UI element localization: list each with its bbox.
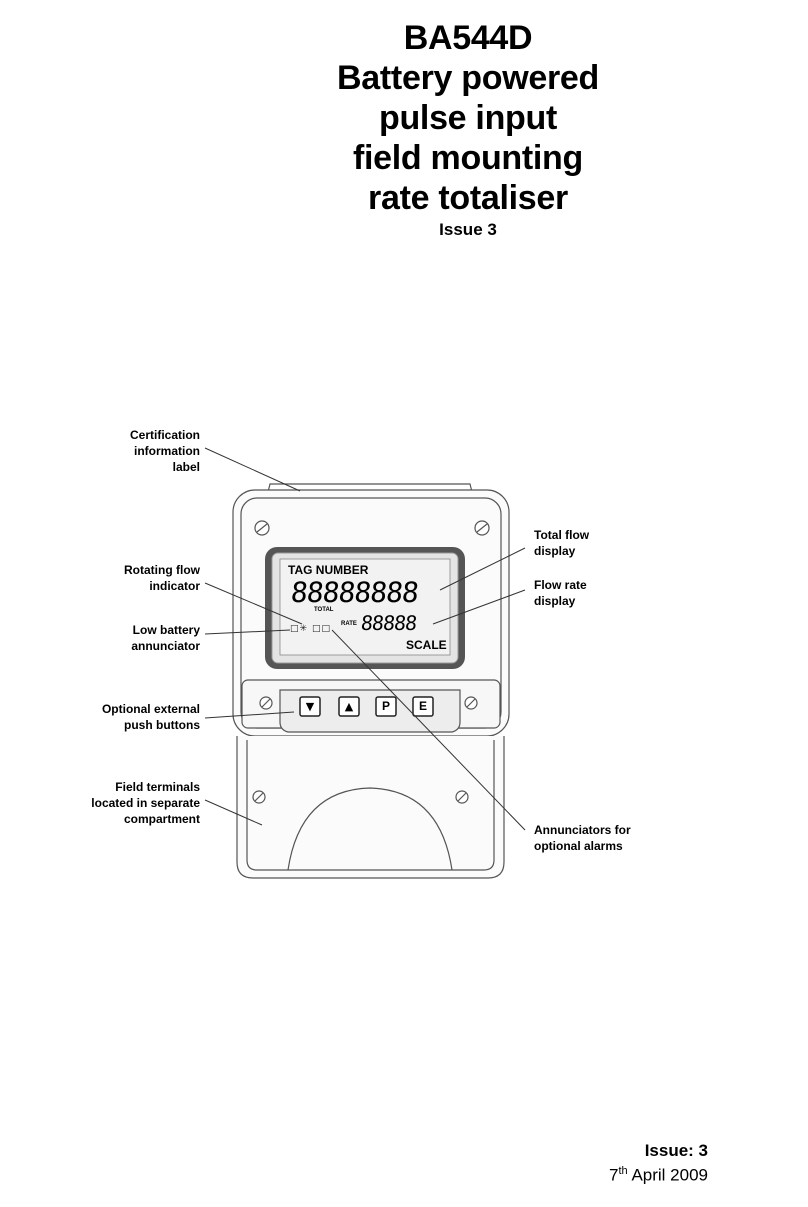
lcd-scale: SCALE — [406, 638, 447, 652]
low-battery-annunciator-icon: □ — [290, 624, 300, 634]
title-line: field mounting — [353, 139, 583, 177]
footer-date: 7th April 2009 — [609, 1165, 708, 1185]
alarm-annunciator-icon: □ — [321, 624, 331, 634]
lcd-rate-digits: 88888 — [359, 611, 418, 635]
down-button[interactable]: ▼ — [305, 700, 315, 713]
alarm-annunciator-icon: □ — [311, 624, 322, 634]
title-line: rate totaliser — [368, 179, 568, 217]
title-line: Battery powered — [337, 59, 599, 97]
lcd-annunciator-icons: □✳ □□ — [290, 624, 331, 634]
callout-alarm-annunciators: Annunciators for optional alarms — [534, 823, 631, 853]
lcd-tag-number: TAG NUMBER — [288, 563, 369, 577]
footer-issue: Issue: 3 — [644, 1141, 708, 1160]
callout-field-terminals: Field terminals located in separate comp… — [91, 780, 200, 826]
title-issue: Issue 3 — [439, 220, 497, 239]
lcd-total-label: TOTAL — [314, 607, 334, 613]
lcd-rate-label: RATE — [341, 621, 357, 627]
document-title-block: BA544D Battery powered pulse input field… — [318, 18, 618, 241]
p-button[interactable]: P — [381, 699, 390, 713]
callout-push-buttons: Optional external push buttons — [101, 702, 200, 732]
button-graphics — [299, 696, 434, 717]
callout-flow-rate-display: Flow rate display — [534, 578, 587, 608]
rotating-flow-indicator-icon: ✳ — [299, 624, 309, 634]
e-button[interactable]: E — [418, 699, 427, 713]
document-footer: Issue: 3 7th April 2009 — [609, 1140, 708, 1186]
title-line: BA544D — [403, 19, 533, 57]
callout-total-flow-display: Total flow display — [534, 528, 590, 558]
callout-rotating-flow-indicator: Rotating flow indicator — [124, 563, 200, 593]
lcd-total-digits: 88888888 — [289, 576, 420, 609]
title-line: pulse input — [378, 99, 558, 137]
callout-certification-label: Certification information label — [129, 428, 200, 474]
up-button[interactable]: ▲ — [344, 700, 354, 713]
callout-low-battery: Low battery annunciator — [131, 623, 200, 653]
